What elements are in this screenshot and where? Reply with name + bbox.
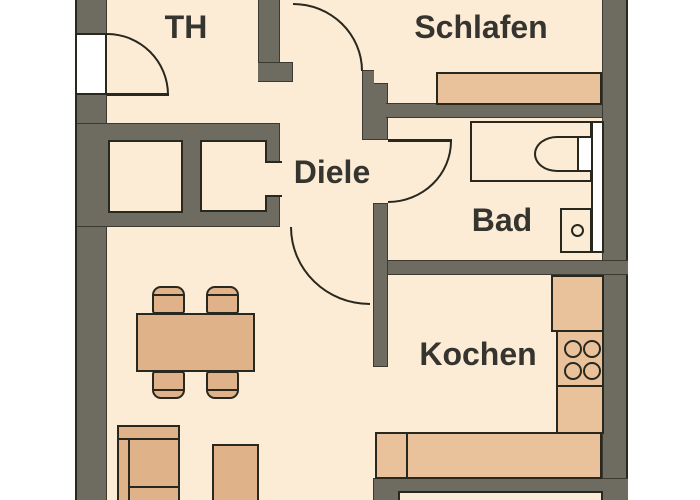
bath-wall-strip [591,121,604,253]
sofa-armrest [117,425,180,440]
wall-th-schlafen-foot [258,62,293,82]
balcony-edge [398,491,603,500]
room-label-kochen: Kochen [419,336,537,372]
entrance-door-leaf [107,93,169,96]
chair-backrest [154,389,183,391]
wall-th-schlafen [258,0,280,64]
sofa-seat [128,438,180,488]
chair [152,286,185,314]
chair [152,371,185,399]
bathroom-door-leaf [388,139,452,142]
room-label-th: TH [164,9,208,45]
washbasin [560,208,592,253]
toilet-bowl [534,136,580,172]
chair-backrest [208,389,237,391]
burner-icon [583,362,601,380]
washbasin-drain [571,224,584,237]
wall-bad-kochen [388,260,628,275]
room-label-diele: Diele [293,154,371,190]
kitchen-counter-bottom [406,432,602,479]
side-table [212,444,259,500]
toilet-tank [577,136,593,172]
kitchen-counter-lower [556,385,604,434]
sink-counter-left [375,432,408,479]
wall-diele-schlafen-a [362,70,374,140]
window-opening [75,33,107,95]
burner-icon [564,340,582,358]
dining-table [136,313,255,372]
sofa-seat-lower [128,486,180,500]
stove [556,330,604,387]
chair [206,286,239,314]
chair-backrest [208,294,237,296]
bed [436,72,602,105]
kitchen-counter-upper [551,275,604,332]
room-label-schlafen: Schlafen [414,9,548,45]
chair-backrest [154,294,183,296]
wardrobe-closet [200,140,267,212]
wall-right [602,0,628,500]
chair [206,371,239,399]
storage-closet [108,140,183,213]
burner-icon [564,362,582,380]
room-label-bad: Bad [471,202,533,238]
wall-diele-kochen [373,203,388,367]
burner-icon [583,340,601,358]
wall-left-upper [75,0,107,36]
wall-schlafen-bad [386,103,628,118]
closet-opening [265,161,282,197]
